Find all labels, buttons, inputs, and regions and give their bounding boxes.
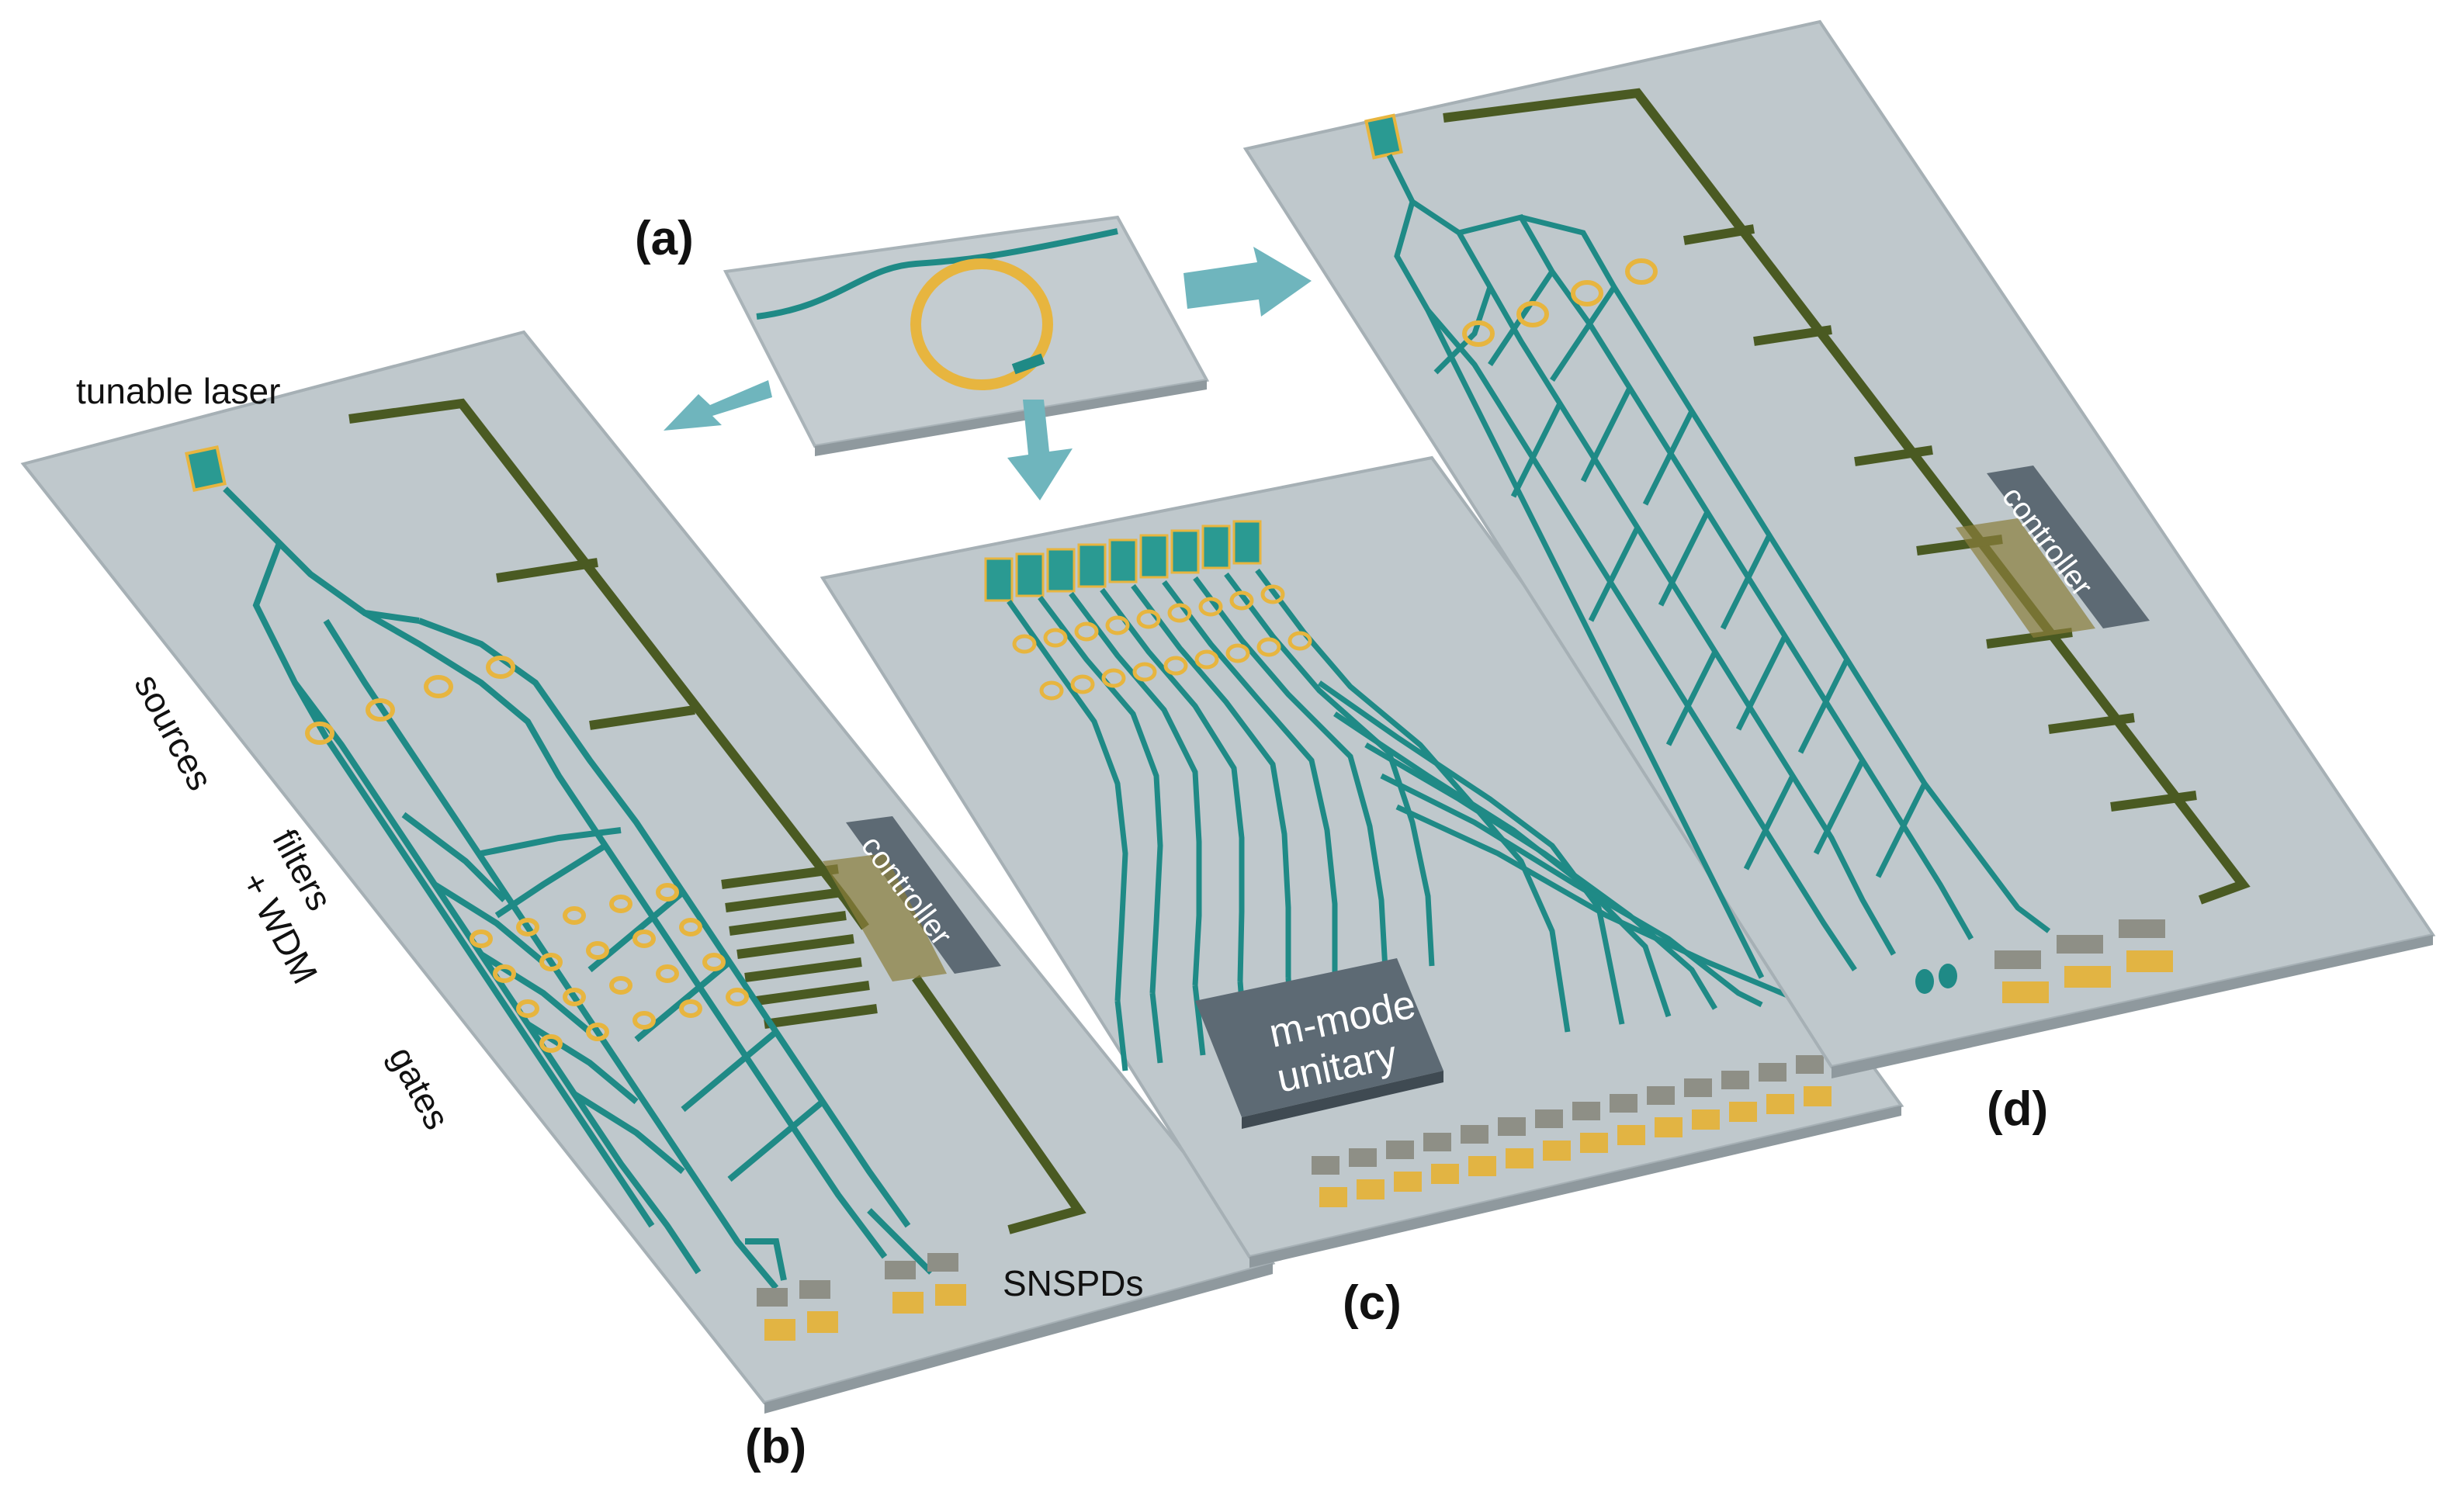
chip-b-rings [305, 656, 749, 1053]
chip-c-waveguides [1007, 568, 1802, 1071]
chip-d-control-wires [1443, 88, 2251, 905]
chip-d-laser [1364, 113, 1403, 160]
chip-d: controller [1242, 19, 2436, 1078]
label-c: (c) [1343, 1276, 1402, 1330]
label-tunable-laser: tunable laser [76, 371, 280, 411]
chip-a-substrate [723, 215, 1210, 448]
arrows [664, 247, 1312, 500]
chip-a [723, 215, 1210, 456]
chip-b-waveguides [223, 486, 934, 1290]
chip-b-laser [185, 445, 227, 493]
chip-d-rings [1462, 258, 1658, 347]
chip-d-controller: controller [1956, 466, 2150, 638]
chip-a-ring-resonator [910, 258, 1053, 390]
chip-c: m-mode unitary [820, 455, 1904, 1268]
label-a: (a) [635, 212, 694, 265]
label-gates: gates [381, 1040, 458, 1136]
chip-c-detectors [1312, 1055, 1832, 1207]
chip-d-waveguides [1386, 154, 2051, 979]
chip-b-detectors [757, 1253, 966, 1341]
arrow-to-b [664, 380, 772, 431]
chip-d-detectors [1994, 919, 2173, 1003]
arrow-to-c [1007, 400, 1073, 500]
chip-d-output-drops [1915, 964, 1957, 994]
label-d: (d) [1987, 1082, 2048, 1136]
label-snspds: SNSPDs [1003, 1263, 1143, 1303]
chip-c-unitary: m-mode unitary [1195, 958, 1443, 1129]
arrow-to-d [1183, 247, 1312, 317]
chip-c-lasers [984, 520, 1262, 602]
chip-c-rings [1012, 584, 1312, 701]
chip-b-controller: controller [823, 816, 1001, 981]
label-b: (b) [745, 1420, 806, 1473]
chip-a-waveguide [756, 228, 1118, 320]
chip-b: controller [20, 330, 1276, 1414]
